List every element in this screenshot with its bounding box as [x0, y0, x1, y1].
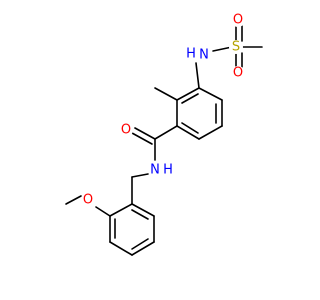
bond-ring1-inner-2 [181, 122, 199, 134]
atom-s: S [232, 40, 240, 55]
bond-ring2-a [109, 203, 133, 217]
bond-ring2-inner-3 [131, 209, 149, 220]
bond-s-n [212, 46, 233, 52]
bond-ring-omethoxy [95, 206, 111, 217]
bond-n-ch2 [131, 173, 149, 178]
atom-labels: S O O N H O N H O [81, 13, 245, 208]
bond-ring1-a [176, 87, 200, 101]
bond-ring-carbonyl [154, 125, 178, 140]
atom-o-methoxy: O [83, 193, 93, 208]
bond-ring1-c [176, 125, 200, 140]
atom-h-amide: H [163, 163, 173, 178]
bond-omethoxy-methyl [65, 195, 82, 205]
atom-o-sulfonyl-top: O [233, 13, 243, 28]
bond-c-o-2 [131, 132, 153, 145]
atom-h-sulfonamide: H [186, 47, 196, 62]
bond-ring2-inner-2 [131, 238, 149, 250]
bond-n-ring [195, 62, 200, 89]
molecule-structure-diagram: S O O N H O N H O [65, 13, 263, 256]
atom-n-sulfonamide: N [199, 48, 209, 63]
atom-o-sulfonyl-bottom: O [233, 66, 243, 81]
structure-canvas: S O O N H O N H O [65, 13, 263, 256]
bond-ring1-f [198, 87, 223, 101]
bond-ring2-d [131, 241, 155, 256]
bond-ring1-inner-1 [181, 93, 199, 104]
bond-c-o-1 [134, 127, 156, 140]
bonds [65, 25, 263, 256]
bond-ring-methyl [154, 87, 178, 101]
bond-ring2-c [109, 241, 133, 256]
bond-ring1-d [198, 125, 223, 140]
atom-o-carbonyl: O [121, 123, 131, 138]
bond-ring2-f [131, 203, 155, 217]
atom-n-amide: N [150, 163, 160, 178]
